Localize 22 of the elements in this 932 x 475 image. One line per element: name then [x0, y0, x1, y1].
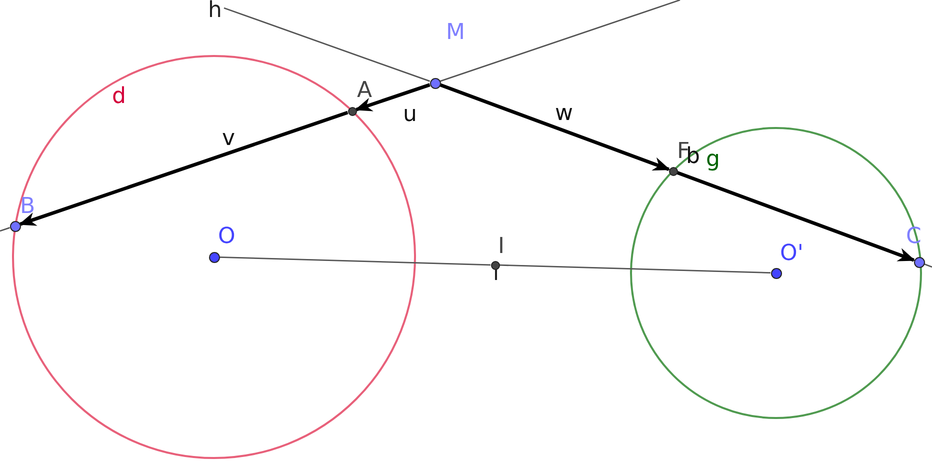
vector-arrow: [18, 110, 348, 226]
line: [440, 0, 680, 82]
point-label: I: [498, 236, 504, 258]
vector-arrow: [354, 83, 430, 112]
vector-label: u: [403, 104, 417, 126]
point-label: A: [357, 80, 372, 102]
circle-label: d: [112, 86, 126, 108]
line-label: h: [208, 0, 222, 22]
segment: [499, 264, 771, 274]
vector-label: v: [222, 128, 236, 150]
point-label: B: [20, 196, 36, 218]
point-label: M: [446, 22, 465, 44]
vector-arrow: [440, 83, 670, 172]
circle-label: g: [706, 149, 720, 171]
vector-arrow: [676, 170, 916, 262]
point-label: O: [218, 226, 236, 248]
line: [924, 263, 932, 268]
vector-label: w: [555, 103, 573, 125]
point-label: O': [780, 243, 804, 265]
segment: [224, 7, 430, 82]
segment: [219, 256, 491, 266]
line: [0, 227, 10, 232]
